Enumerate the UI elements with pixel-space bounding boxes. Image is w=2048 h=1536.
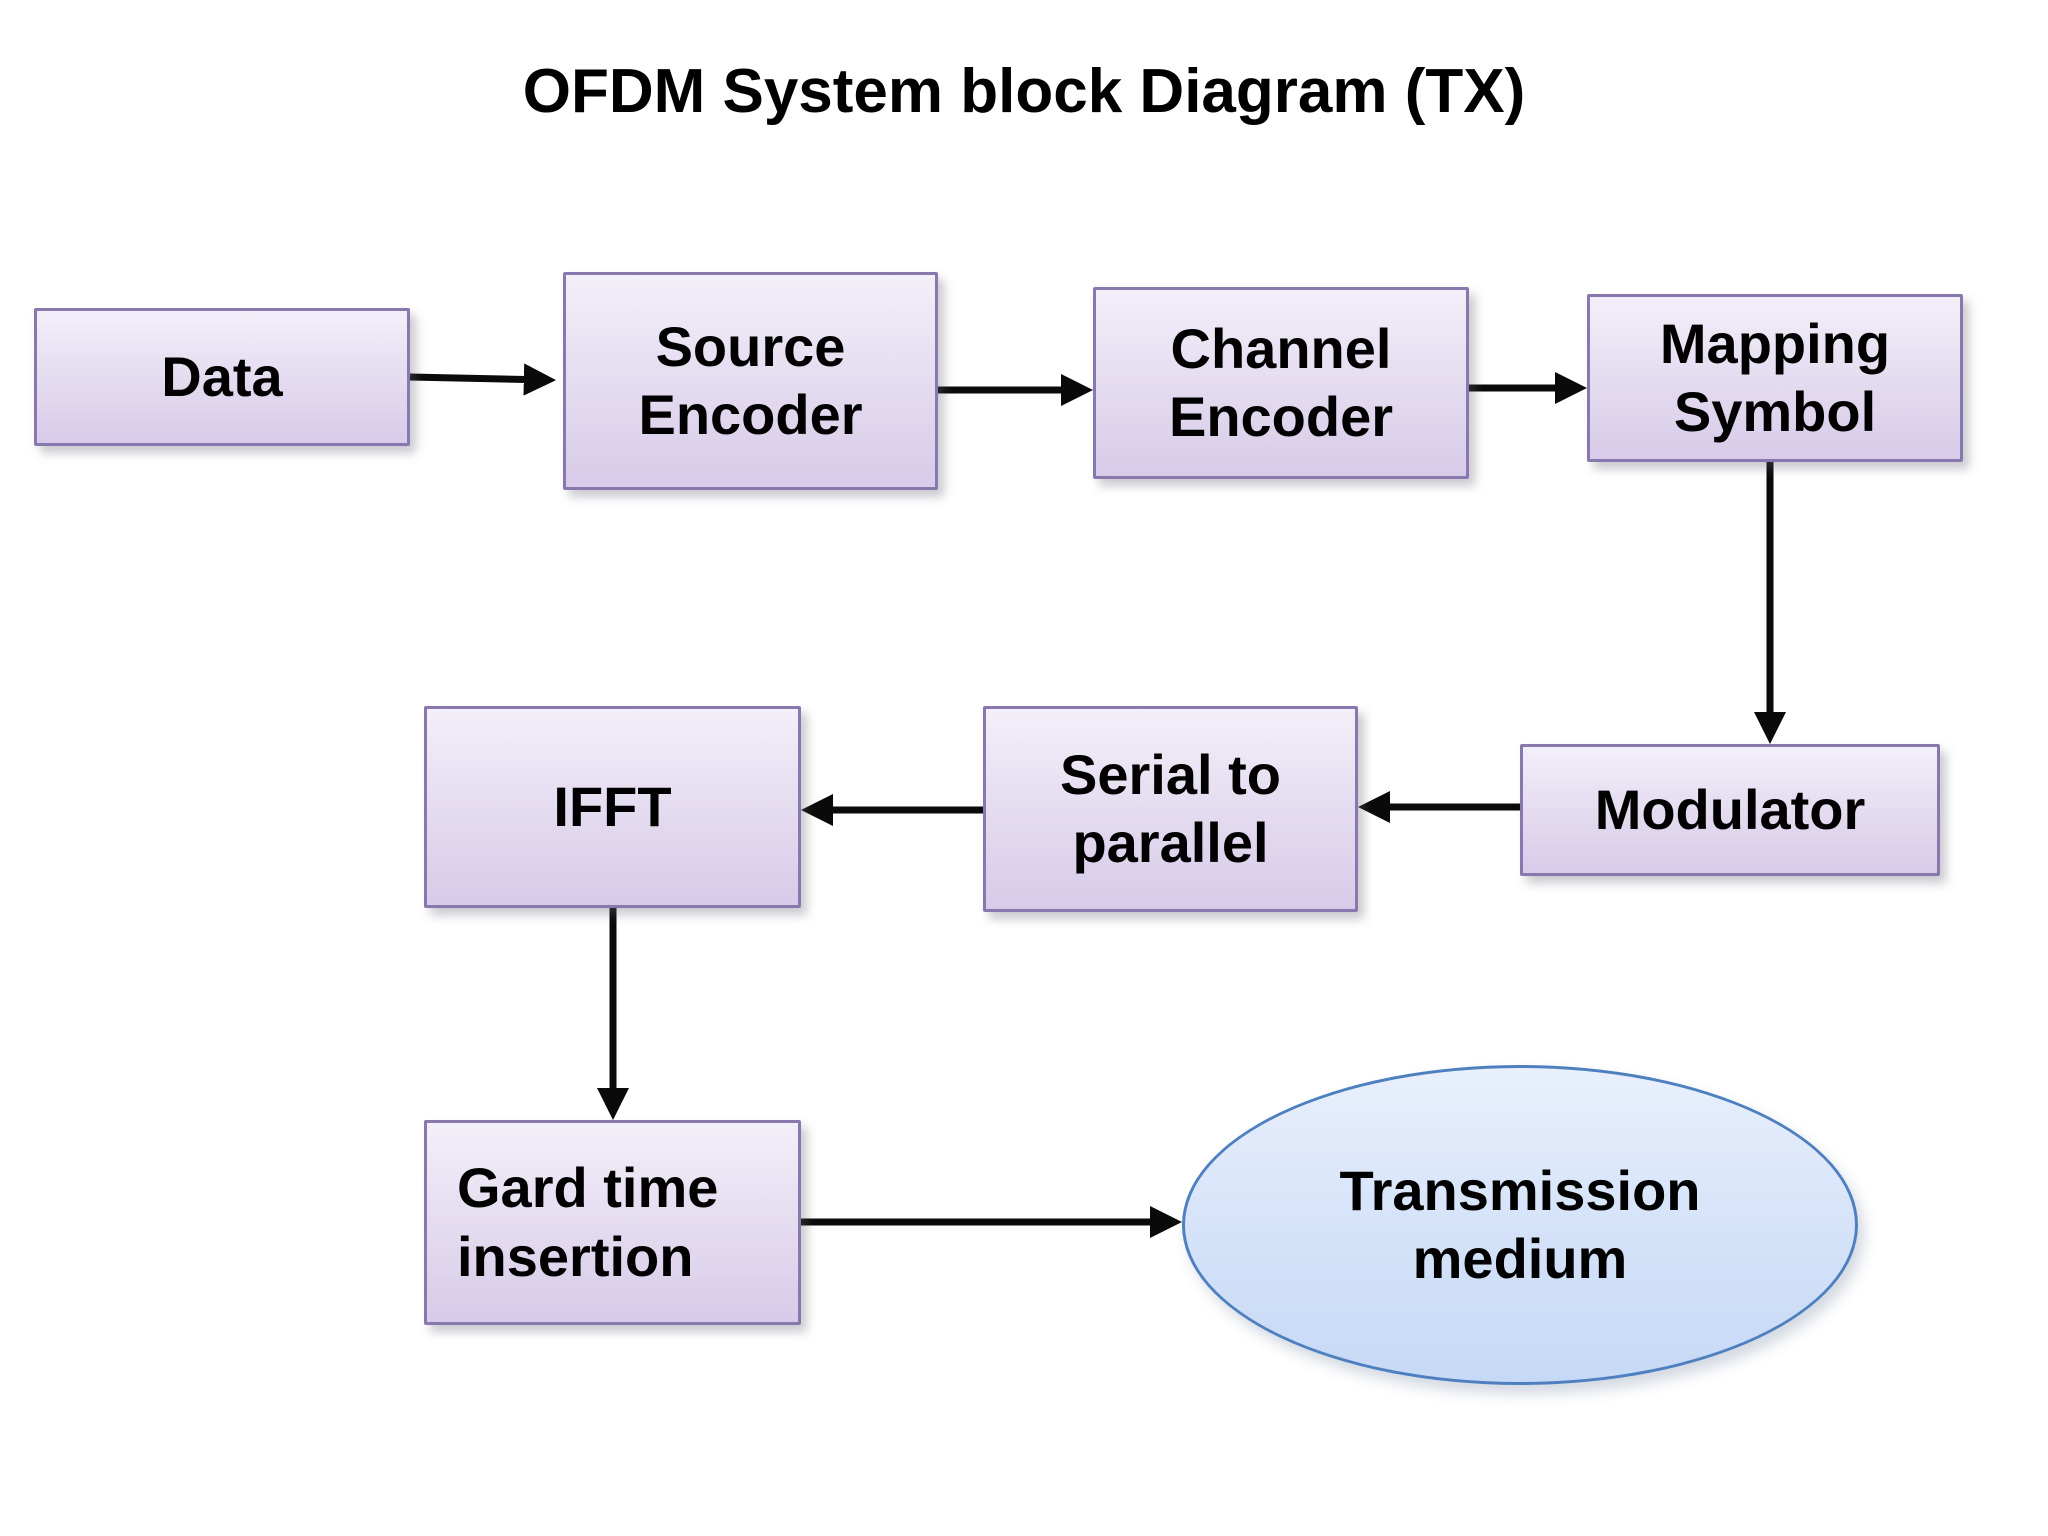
node-gard-time-insertion: Gard time insertion: [424, 1120, 801, 1325]
node-channel-encoder-label: Channel Encoder: [1168, 316, 1394, 448]
node-channel-encoder: Channel Encoder: [1093, 287, 1469, 479]
node-data-label: Data: [161, 344, 283, 408]
page-title: OFDM System block Diagram (TX): [522, 57, 1526, 126]
node-mapping-symbol: Mapping Symbol: [1587, 294, 1963, 462]
arrow-data-to-source-encoder: [409, 363, 557, 396]
node-transmission-medium-label: Transmission medium: [1339, 1158, 1701, 1290]
node-modulator: Modulator: [1520, 744, 1940, 876]
node-ifft: IFFT: [424, 706, 801, 908]
node-ifft-label: IFFT: [553, 774, 672, 838]
node-source-encoder: Source Encoder: [563, 272, 938, 490]
node-modulator-label: Modulator: [1594, 777, 1866, 841]
node-gard-time-insertion-label: Gard time insertion: [457, 1156, 719, 1288]
node-source-encoder-label: Source Encoder: [638, 314, 863, 446]
node-data: Data: [34, 308, 410, 446]
node-transmission-medium: Transmission medium: [1182, 1065, 1858, 1385]
node-mapping-symbol-label: Mapping Symbol: [1659, 311, 1891, 443]
node-serial-to-parallel: Serial to parallel: [983, 706, 1358, 912]
node-serial-to-parallel-label: Serial to parallel: [1060, 742, 1281, 874]
